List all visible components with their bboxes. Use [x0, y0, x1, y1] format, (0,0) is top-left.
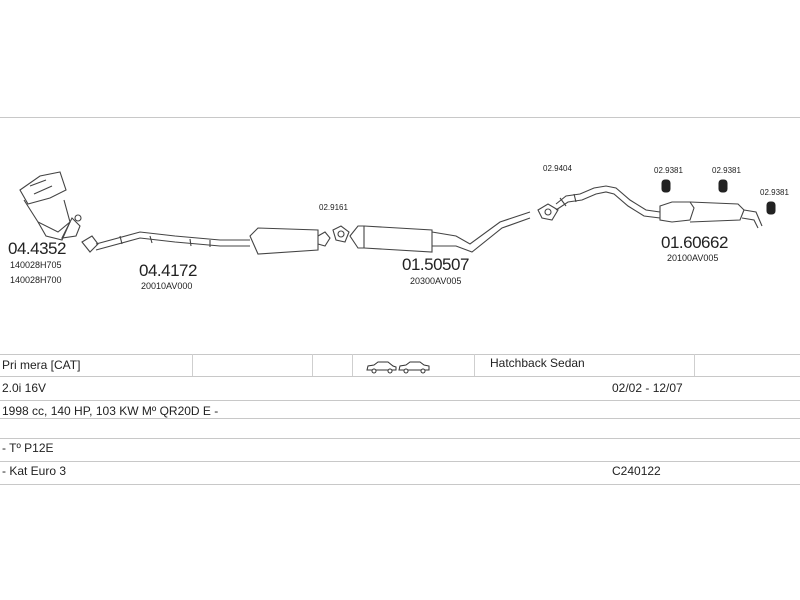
spec-cell: 1998 cc, 140 HP, 103 KW Mº QR20D E -	[2, 404, 219, 418]
table-rule-3	[0, 400, 800, 401]
gasket-front-drawing	[332, 225, 350, 243]
catalytic-converter-drawing	[19, 171, 82, 241]
table-rule-2	[0, 376, 800, 377]
catalog-code-cell: C240122	[612, 464, 661, 478]
gasket-front-code: 02.9161	[319, 203, 348, 212]
table-rule-4	[0, 418, 800, 419]
rubber-mount-1-code: 02.9381	[654, 166, 683, 175]
front-pipe-drawing	[81, 231, 250, 253]
rubber-mount-1-drawing	[661, 179, 671, 193]
table-rule-1	[0, 354, 800, 355]
exhaust-system-diagram: 04.4352 140028H705 140028H700 04.4172 20…	[8, 164, 789, 291]
rear-silencer-ref: 20100AV005	[667, 253, 718, 263]
car-hatchback-sedan-icon	[366, 361, 430, 374]
front-pipe-ref: 20010AV000	[141, 281, 192, 291]
rubber-mount-2-drawing	[718, 179, 728, 193]
cat-converter-ref-2: 140028H700	[10, 275, 62, 285]
top-rule	[0, 117, 800, 118]
rear-silencer-drawing	[555, 185, 763, 229]
table-divider-1	[192, 354, 193, 376]
rear-silencer-code: 01.60662	[661, 233, 728, 252]
rubber-mount-3-drawing	[766, 201, 776, 215]
table-divider-5	[694, 354, 695, 376]
table-rule-6	[0, 461, 800, 462]
type-cell: - Tº P12E	[2, 441, 54, 455]
gasket-mid-code: 02.9404	[543, 164, 572, 173]
table-rule-5	[0, 438, 800, 439]
cat-converter-code: 04.4352	[8, 239, 66, 258]
engine-cell: 2.0i 16V	[2, 381, 47, 395]
rubber-mount-3-code: 02.9381	[760, 188, 789, 197]
middle-silencer-code: 01.50507	[402, 255, 469, 274]
model-cell: Pri mera [CAT]	[2, 358, 81, 372]
cat-converter-ref-1: 140028H705	[10, 260, 62, 270]
gasket-mid-drawing	[537, 203, 559, 221]
middle-pipe-drawing	[249, 227, 331, 255]
table-rule-7	[0, 484, 800, 485]
middle-silencer-drawing	[349, 211, 531, 253]
production-cell: 02/02 - 12/07	[612, 381, 683, 395]
table-divider-4	[474, 354, 475, 376]
middle-silencer-ref: 20300AV005	[410, 276, 461, 286]
table-divider-3	[352, 354, 353, 376]
body-types-cell: Hatchback Sedan	[490, 356, 585, 370]
rubber-mount-2-code: 02.9381	[712, 166, 741, 175]
front-pipe-code: 04.4172	[139, 261, 197, 280]
table-divider-2	[312, 354, 313, 376]
emission-cell: - Kat Euro 3	[2, 464, 67, 478]
